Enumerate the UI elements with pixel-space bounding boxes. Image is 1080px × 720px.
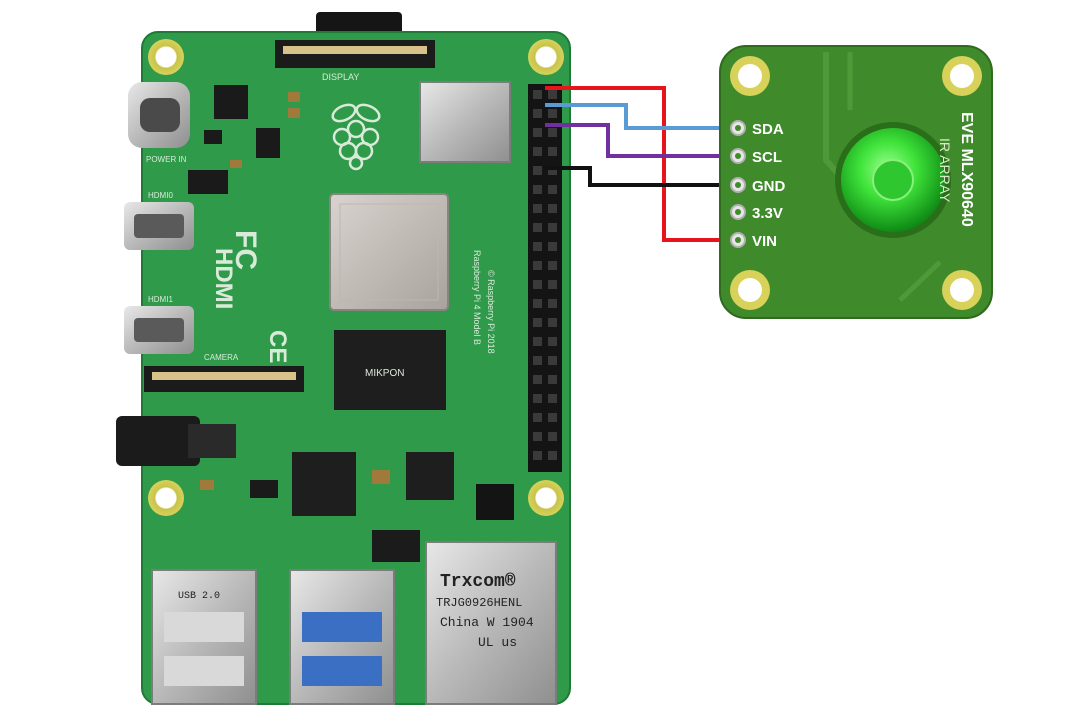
sensor-pin-row: SDA SCL GND 3.3V VIN — [730, 120, 786, 250]
gpio-pin — [533, 223, 542, 232]
gpio-pin — [533, 451, 542, 460]
soc-chip — [329, 193, 449, 311]
gpio-pin — [548, 413, 557, 422]
mount-hole — [528, 480, 564, 516]
silk-copyright: © Raspberry Pi 2018 — [486, 270, 496, 354]
raspberry-logo — [331, 103, 381, 171]
sensor-title: EVE MLX90640 — [958, 112, 975, 227]
wire-vin — [545, 86, 738, 242]
gpio-pin — [533, 413, 542, 422]
gpio-pin — [533, 185, 542, 194]
gpio-pin — [548, 261, 557, 270]
usb-label: USB 2.0 — [178, 591, 220, 602]
gpio-pin — [548, 280, 557, 289]
audio-jack — [116, 416, 200, 466]
usb-controller-chip — [292, 452, 356, 516]
sensor-pin-gnd: GND — [730, 177, 786, 195]
gpio-pin — [533, 204, 542, 213]
gpio-pin — [533, 109, 542, 118]
silk-display: DISPLAY — [322, 72, 359, 82]
ethernet-origin: China W 1904 — [440, 615, 534, 630]
gpio-header — [528, 84, 562, 472]
ethernet-mark: UL us — [478, 635, 517, 650]
gpio-pin — [533, 166, 542, 175]
mount-hole — [528, 39, 564, 75]
wire-gnd — [545, 166, 738, 187]
silk-model: Raspberry Pi 4 Model B — [472, 250, 482, 345]
gpio-pin — [533, 337, 542, 346]
silk-power: POWER IN — [146, 155, 187, 164]
raspberry-pi-board: DISPLAY POWER IN HDMI0 — [116, 12, 571, 705]
sensor-pin-vin: VIN — [730, 232, 777, 250]
gpio-pin — [548, 432, 557, 441]
sensor-pin-3v3: 3.3V — [730, 204, 783, 222]
wire-sda — [545, 103, 738, 130]
gpio-pin — [548, 204, 557, 213]
sensor-pin-sda: SDA — [730, 120, 784, 138]
silk-hdmi0: HDMI0 — [148, 191, 173, 200]
silk-hdmi: HDMI — [210, 248, 237, 309]
sensor-pin-scl: SCL — [730, 148, 782, 166]
gpio-pin — [533, 394, 542, 403]
silk-hdmi1: HDMI1 — [148, 295, 173, 304]
wires — [545, 86, 738, 242]
gpio-pin — [548, 242, 557, 251]
ethernet-brand: Trxcom® — [440, 572, 516, 592]
gpio-pin — [533, 90, 542, 99]
gpio-pin — [533, 356, 542, 365]
gpio-pin — [533, 242, 542, 251]
pin-label-gnd: GND — [752, 178, 786, 195]
gpio-pin — [533, 147, 542, 156]
gpio-pin — [548, 337, 557, 346]
silk-camera: CAMERA — [204, 353, 239, 362]
wire-scl — [545, 123, 738, 158]
ram-chip — [334, 330, 446, 410]
ethernet-port — [425, 541, 557, 705]
gpio-pin — [548, 166, 557, 175]
pin-label-scl: SCL — [752, 149, 782, 166]
silk-ce: CE — [264, 330, 291, 363]
mount-hole — [148, 480, 184, 516]
pin-label-vin: VIN — [752, 233, 777, 250]
gpio-pin — [533, 261, 542, 270]
gpio-pin — [548, 90, 557, 99]
mlx90640-sensor-board: EVE MLX90640 IR ARRAY SDA SCL GND — [719, 45, 993, 319]
gpio-pin — [548, 223, 557, 232]
ram-text: ΜΙΚΡΟΝ — [365, 368, 404, 379]
top-metal-block — [420, 82, 510, 162]
gpio-pin — [548, 109, 557, 118]
gpio-pin — [548, 356, 557, 365]
gpio-pin — [533, 128, 542, 137]
pin-label-sda: SDA — [752, 121, 784, 138]
gpio-pin — [533, 375, 542, 384]
gpio-pin — [548, 128, 557, 137]
gpio-pin — [548, 147, 557, 156]
ethernet-part: TRJG0926HENL — [436, 596, 522, 610]
gpio-pin — [548, 299, 557, 308]
gpio-pin — [533, 318, 542, 327]
mount-hole — [148, 39, 184, 75]
silk-fc: FC — [229, 230, 262, 270]
gpio-pin — [533, 299, 542, 308]
pin-label-3v3: 3.3V — [752, 205, 783, 222]
gpio-pin — [533, 280, 542, 289]
poe-header — [476, 484, 514, 520]
gpio-pin — [548, 185, 557, 194]
gpio-pin — [548, 375, 557, 384]
gpio-pin — [548, 451, 557, 460]
gpio-pin — [548, 394, 557, 403]
gpio-pin — [548, 318, 557, 327]
sensor-title-extra: IR ARRAY — [937, 138, 953, 203]
gpio-pin — [533, 432, 542, 441]
